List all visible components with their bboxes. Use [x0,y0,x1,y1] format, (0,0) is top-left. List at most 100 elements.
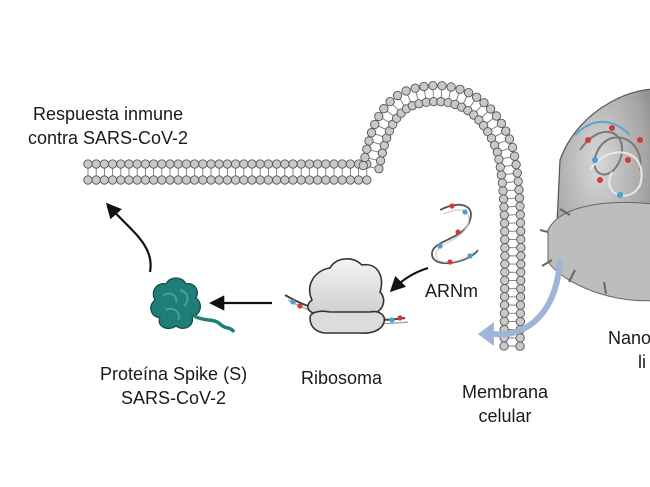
lipid-head [321,159,331,169]
lipid-head [173,175,183,185]
ribosome [284,258,409,334]
lipid-head [419,81,429,92]
lipid-head [271,175,282,185]
lipid-head [494,154,504,165]
lipid-head [124,159,134,169]
lipid-head [132,175,142,185]
lipid-head [499,308,510,318]
cell-membrane-bilayer [83,80,526,351]
lipid-head [496,170,507,180]
lipid-head [353,175,364,185]
lipid-head [499,210,509,220]
lipid-head [222,175,233,185]
lipid-head [148,175,159,185]
lipid-head [515,316,525,327]
lipid-head [165,175,175,185]
lipid-head [140,159,151,169]
lipid-head [362,175,372,185]
lipid-head [515,300,526,310]
lipid-head [511,159,521,170]
lipid-head [288,159,298,169]
lipid-head [500,283,510,294]
lipid-head [230,175,241,185]
lipid-head [500,251,510,261]
entry-arrow-head [478,322,494,346]
lipid-head [507,142,518,153]
lipid-head [329,175,339,185]
lipid-head [358,160,368,171]
lipid-head [516,226,526,236]
lipid-head [296,175,306,185]
immune-response-line1: Respuesta inmune [32,104,184,124]
lipid-head [312,159,323,169]
lipid-head [312,175,323,185]
lipid-head [239,159,249,169]
lipid-head [501,126,511,136]
lipid-head [181,175,192,185]
lipid-head [463,88,474,98]
lipid-head [362,144,372,154]
ribosome-label: Ribosoma [301,368,383,388]
lipid-head [107,159,118,169]
lipid-head [280,159,290,169]
lipid-head [379,104,389,114]
arrow-mrna-to-ribosome [389,266,429,293]
lipid-head [173,159,183,169]
lipid-head [499,292,510,302]
spike-protein-line1: Proteína Spike (S) [100,364,248,384]
lipid-head [515,333,525,343]
lipid-head [83,159,93,169]
lipid-head [498,186,508,196]
lipid-head [304,175,315,185]
lipid-head [401,86,411,96]
membrane-label: Membrana celular [462,380,548,428]
lipid-head [500,275,510,286]
lipid-head [107,175,118,185]
lipid-head [479,98,489,108]
lipid-head [83,175,93,185]
immune-response-label: Respuesta inmune contra SARS-CoV-2 [28,102,188,150]
lipid-head [124,175,134,185]
lipid-head [499,316,509,327]
lipid-head [337,175,347,185]
lipid-head [392,90,403,101]
lipid-head [132,159,142,169]
lipid-head [515,292,526,302]
lipid-head [455,84,465,94]
lipid-head [99,175,110,185]
lipid-head [321,175,331,185]
lipid-head [499,202,509,212]
lipid-head [214,175,224,185]
lipid-head [509,151,520,161]
lipid-head [515,308,526,319]
lipid-head [288,175,298,185]
lipid-head [377,148,387,158]
lipid-head [516,284,526,294]
lipid-head [364,136,374,146]
lipid-head [516,234,526,245]
lipid-head [214,159,224,169]
nanoparticle-label: Nano li [608,326,650,374]
spike-protein-label: Proteína Spike (S) SARS-CoV-2 [100,362,247,410]
mrna-label: ARNm [425,281,478,301]
lipid-head [515,209,525,220]
lipid-head [296,159,306,169]
lipid-head [189,159,200,169]
lipid-head [498,194,509,204]
lipid-head [198,159,208,169]
lipid-head [189,175,200,185]
lipid-head [337,159,347,169]
lipid-head [271,159,282,169]
lipid-head [495,162,505,172]
lipid-head [304,159,315,169]
lipid-head [375,156,386,166]
lipid-head [360,152,370,163]
lipid-head [263,159,274,169]
lipid-head [485,104,496,114]
lipid-head [515,218,526,228]
lipid-head [374,164,384,174]
entry-arrow [485,259,563,338]
lipid-head [515,341,525,351]
lipid-head [516,251,526,261]
lipid-head [385,96,395,107]
